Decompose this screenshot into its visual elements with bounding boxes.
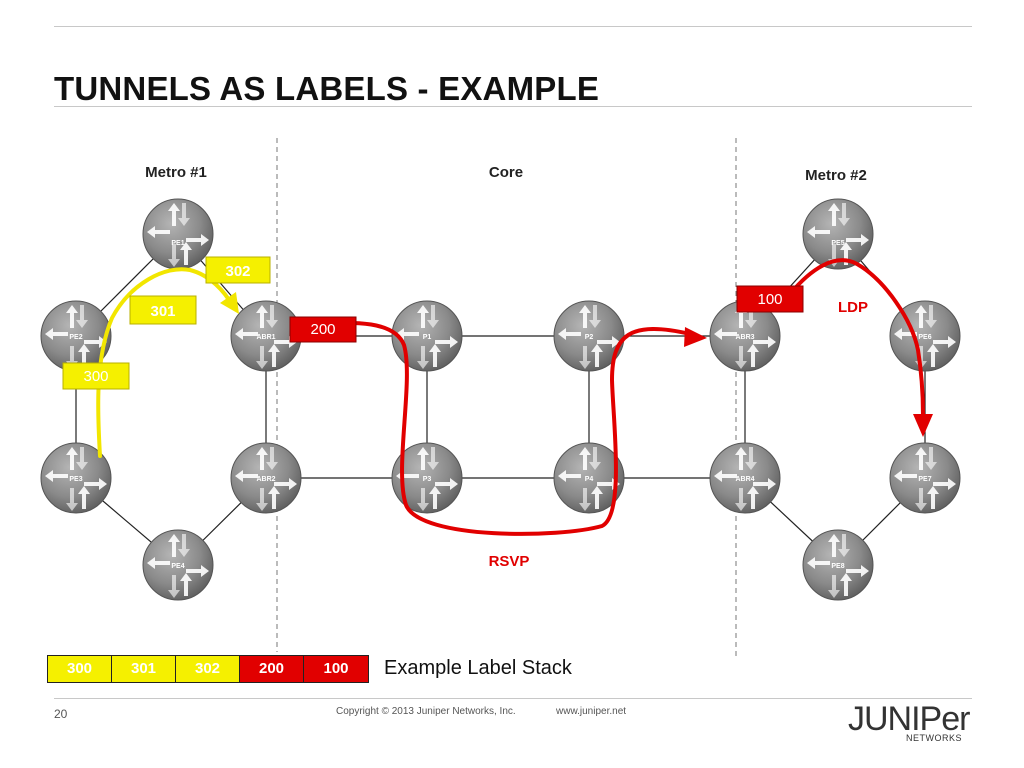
svg-text:PE1: PE1 — [171, 240, 184, 247]
footer-rule — [54, 698, 972, 699]
region-label-core: Core — [489, 164, 523, 181]
label-box-301: 301 — [129, 295, 197, 325]
router-abr3: ABR3 — [709, 300, 781, 372]
svg-text:ABR4: ABR4 — [735, 476, 754, 483]
protocol-label-rsvp: RSVP — [489, 553, 530, 570]
stack-cell-300: 300 — [48, 656, 112, 682]
label-stack-caption: Example Label Stack — [384, 657, 572, 679]
label-box-200: 200 — [289, 316, 357, 343]
svg-text:PE3: PE3 — [69, 476, 82, 483]
svg-text:ABR3: ABR3 — [735, 334, 754, 341]
svg-text:P3: P3 — [423, 476, 432, 483]
stack-cell-302: 302 — [176, 656, 240, 682]
logo-subtext: NETWORKS — [905, 733, 962, 743]
svg-text:200: 200 — [310, 321, 335, 338]
svg-text:PE5: PE5 — [831, 240, 844, 247]
slide-title: TUNNELS AS LABELS - EXAMPLE — [54, 70, 600, 107]
svg-text:PE6: PE6 — [918, 334, 931, 341]
svg-text:P4: P4 — [585, 476, 594, 483]
router-p4: P4 — [553, 442, 625, 514]
router-abr4: ABR4 — [709, 442, 781, 514]
stack-cell-301: 301 — [112, 656, 176, 682]
router-p3: P3 — [391, 442, 463, 514]
label-box-100: 100 — [736, 285, 804, 313]
router-pe6: PE6 — [889, 300, 961, 372]
juniper-logo: JUNIPer NETWORKS — [848, 700, 970, 746]
router-pe3: PE3 — [40, 442, 112, 514]
label-box-302: 302 — [205, 256, 271, 284]
router-p2: P2 — [553, 300, 625, 372]
svg-text:P2: P2 — [585, 334, 594, 341]
rsvp-arrowhead — [684, 327, 707, 347]
logo-wordmark: JUNIPer — [848, 700, 970, 738]
stack-cell-100: 100 — [304, 656, 368, 682]
title-underline — [54, 106, 972, 107]
region-label-metro2: Metro #2 — [805, 167, 867, 184]
svg-text:302: 302 — [225, 263, 250, 280]
website-text: www.juniper.net — [556, 706, 627, 717]
copyright-text: Copyright © 2013 Juniper Networks, Inc. — [336, 706, 516, 717]
router-p1: P1 — [391, 300, 463, 372]
router-abr2: ABR2 — [230, 442, 302, 514]
ldp-tunnel-path — [788, 258, 925, 417]
stack-cell-200: 200 — [240, 656, 304, 682]
svg-text:301: 301 — [150, 303, 175, 320]
svg-text:100: 100 — [757, 291, 782, 308]
network-diagram: PE1 PE2 ABR1 PE3 ABR2 PE4 P1 P2 P3 P4 AB… — [40, 138, 961, 660]
svg-text:PE4: PE4 — [171, 563, 184, 570]
router-pe8: PE8 — [802, 529, 874, 601]
svg-text:ABR1: ABR1 — [256, 334, 275, 341]
ldp-arrowhead — [913, 414, 933, 437]
router-pe5: PE5 — [802, 198, 874, 270]
router-pe1: PE1 — [142, 198, 214, 270]
router-abr1: ABR1 — [230, 300, 302, 372]
label-box-300: 300 — [62, 362, 130, 390]
router-pe2: PE2 — [40, 300, 112, 372]
router-pe4: PE4 — [142, 529, 214, 601]
svg-text:PE2: PE2 — [69, 334, 82, 341]
svg-text:P1: P1 — [423, 334, 432, 341]
yellow-arrowhead — [220, 292, 239, 314]
protocol-label-ldp: LDP — [838, 299, 868, 316]
svg-text:ABR2: ABR2 — [256, 476, 275, 483]
svg-text:PE8: PE8 — [831, 563, 844, 570]
svg-text:PE7: PE7 — [918, 476, 931, 483]
top-rule — [54, 26, 972, 27]
svg-text:300: 300 — [83, 368, 108, 385]
router-pe7: PE7 — [889, 442, 961, 514]
page-number: 20 — [54, 707, 68, 721]
region-label-metro1: Metro #1 — [145, 164, 207, 181]
rsvp-tunnel-path — [298, 320, 692, 536]
example-label-stack: 300 301 302 200 100 — [47, 655, 369, 683]
